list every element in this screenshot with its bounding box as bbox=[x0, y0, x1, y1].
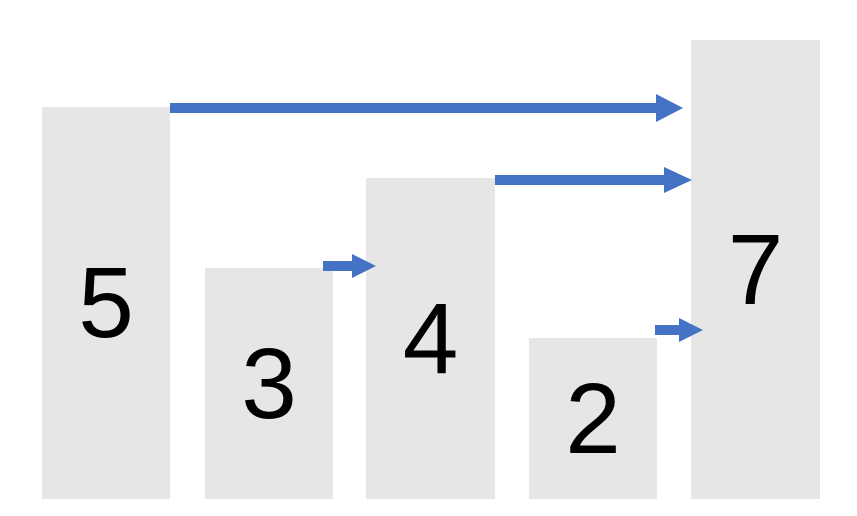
bar-5: 5 bbox=[42, 107, 170, 499]
bar-2: 2 bbox=[529, 338, 657, 499]
bar-3: 3 bbox=[205, 268, 333, 499]
bar-5-label: 5 bbox=[78, 247, 134, 359]
bar-4: 4 bbox=[366, 178, 495, 499]
arrow-5-to-7-icon bbox=[170, 94, 683, 122]
bar-7-label: 7 bbox=[727, 213, 784, 326]
bar-7: 7 bbox=[691, 40, 820, 499]
bar-3-label: 3 bbox=[241, 327, 297, 440]
arrow-4-to-7-icon bbox=[495, 167, 692, 193]
bar-4-label: 4 bbox=[402, 282, 459, 395]
bar-2-label: 2 bbox=[565, 362, 621, 475]
